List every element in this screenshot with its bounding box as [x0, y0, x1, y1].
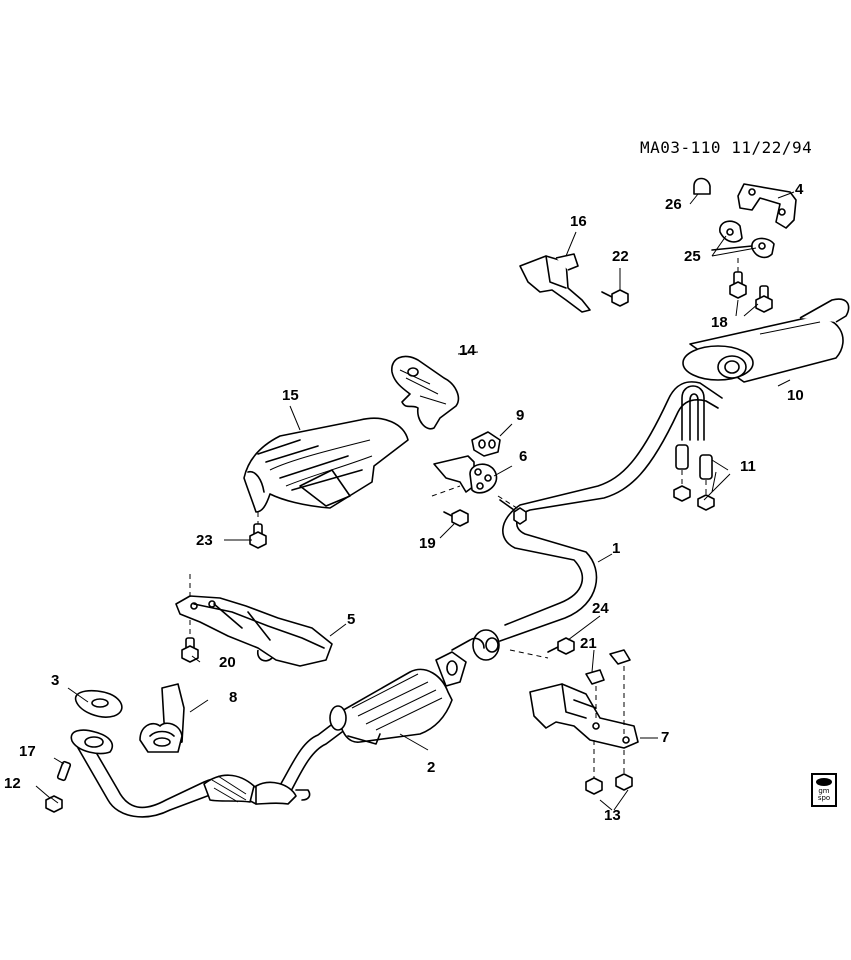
bolt	[443, 509, 469, 527]
callout-12: 12	[4, 775, 21, 792]
callout-21: 21	[580, 635, 597, 652]
callout-13: 13	[604, 807, 621, 824]
callout-19: 19	[419, 535, 436, 552]
logo-line1: gm	[818, 787, 830, 795]
bolt-23	[249, 512, 267, 549]
bracket-16	[519, 253, 629, 313]
exhaust-hanger	[431, 431, 527, 525]
callout-4: 4	[795, 181, 804, 198]
callout-23: 23	[196, 532, 213, 549]
callout-18: 18	[711, 314, 728, 331]
callout-11: 11	[740, 458, 756, 475]
callout-26: 26	[665, 196, 682, 213]
bracket-8	[139, 683, 185, 753]
callout-9: 9	[516, 407, 525, 424]
callout-10: 10	[787, 387, 804, 404]
callout-15: 15	[282, 387, 299, 404]
callout-22: 22	[612, 248, 629, 265]
callout-24: 24	[592, 600, 609, 617]
catalytic-converter	[329, 637, 485, 745]
diagram-code: MA03-110 11/22/94	[640, 138, 813, 157]
callout-2: 2	[427, 759, 436, 776]
heat-shield-manifold	[391, 355, 460, 430]
callout-16: 16	[570, 213, 587, 230]
leader-lines	[35, 191, 795, 811]
logo-line2: spo	[817, 794, 831, 802]
callout-5: 5	[347, 611, 356, 628]
callout-6: 6	[519, 448, 528, 465]
callout-20: 20	[219, 654, 236, 671]
callout-1: 1	[612, 540, 621, 557]
stud-and-nut	[45, 760, 72, 813]
crossmember-5	[175, 574, 333, 667]
heat-shield-converter	[243, 417, 409, 513]
u-bolt-clamp	[673, 385, 715, 511]
hanger-insulators	[693, 177, 797, 313]
callout-8: 8	[229, 689, 238, 706]
gm-spo-logo: gm spo	[811, 773, 837, 807]
logo-oval-icon	[816, 778, 832, 786]
bracket-7	[509, 637, 639, 795]
callout-3: 3	[51, 672, 60, 689]
callout-7: 7	[661, 729, 670, 746]
front-exhaust-pipe	[70, 689, 343, 818]
muffler	[682, 298, 850, 383]
callout-25: 25	[684, 248, 701, 265]
callout-14: 14	[459, 342, 476, 359]
callout-17: 17	[19, 743, 36, 760]
